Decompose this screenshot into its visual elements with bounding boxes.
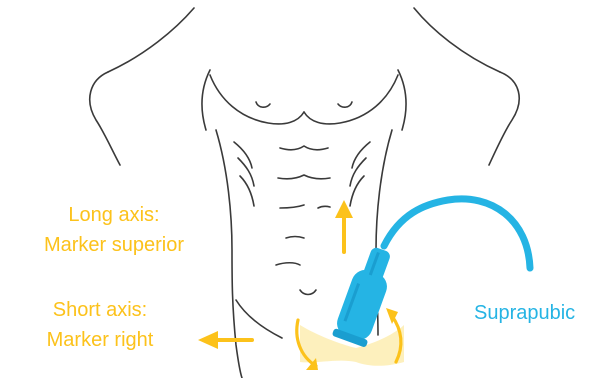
probe-position-label: Suprapubic [474,300,575,326]
arrow-left-icon [198,331,252,349]
short-axis-annotation: Short axis: Marker right [30,295,170,355]
long-axis-marker-text: Marker superior [30,230,198,260]
long-axis-title: Long axis: [30,200,198,230]
short-axis-title: Short axis: [30,295,170,325]
arrow-up-icon [335,200,353,252]
short-axis-marker-text: Marker right [30,325,170,355]
long-axis-annotation: Long axis: Marker superior [30,200,198,260]
